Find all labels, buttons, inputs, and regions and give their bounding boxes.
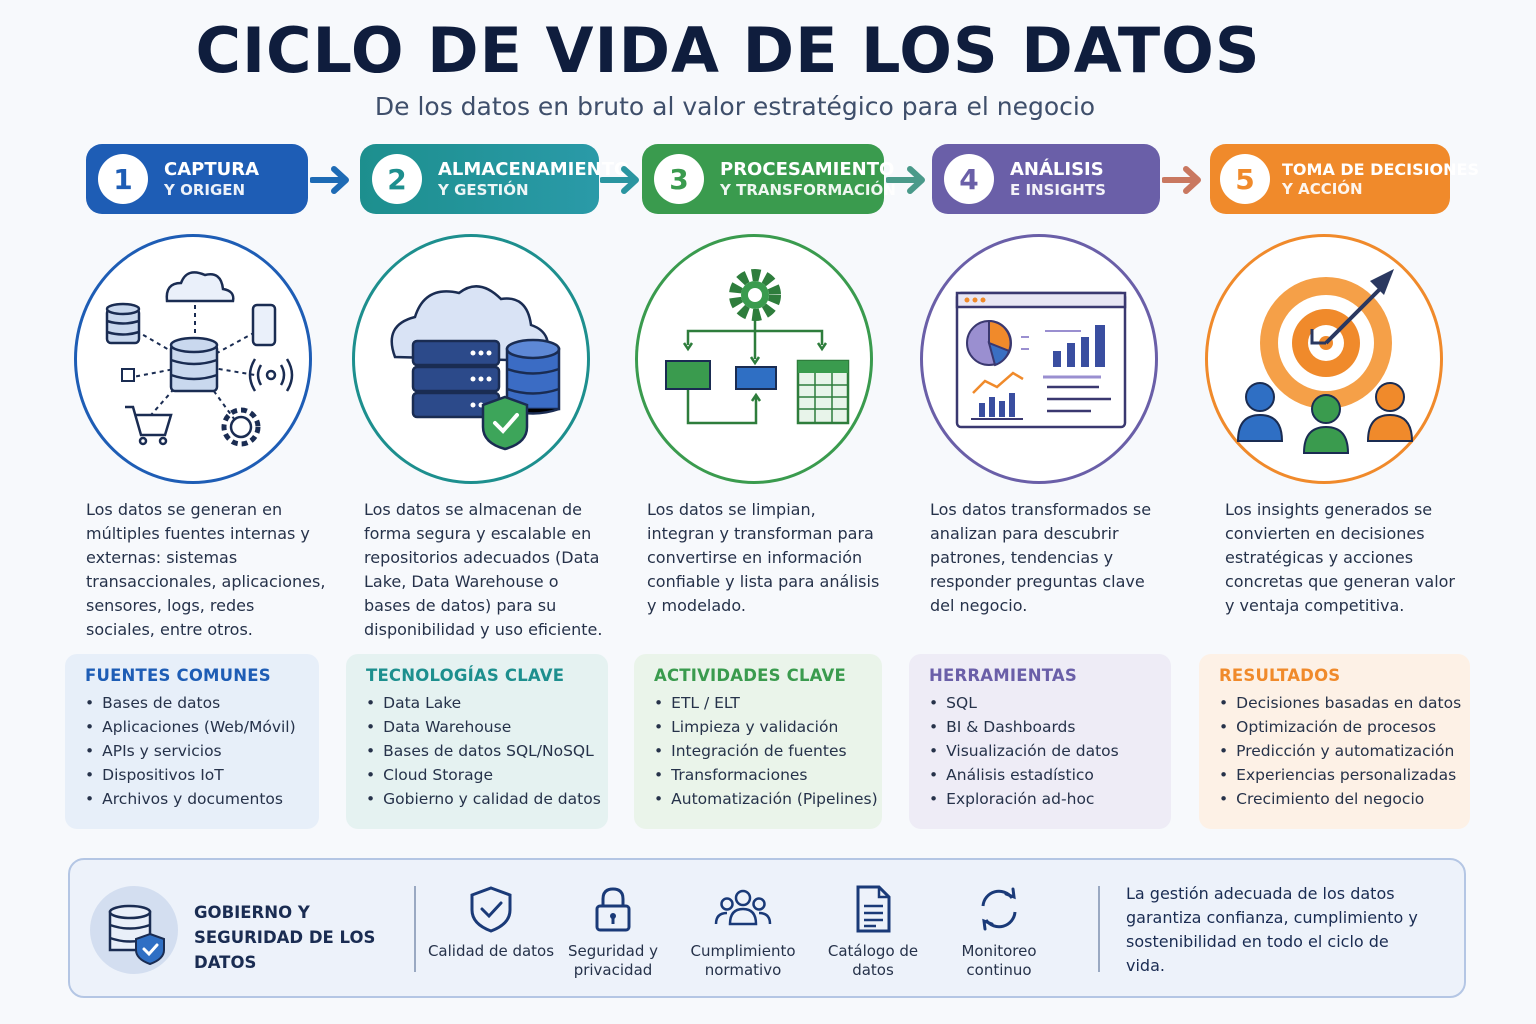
step-2-title: ALMACENAMIENTO <box>438 159 630 181</box>
cloud-storage-icon <box>390 285 561 451</box>
list-item: Aplicaciones (Web/Móvil) <box>85 715 299 739</box>
list-item: Data Lake <box>366 691 588 715</box>
list-item: Bases de datos SQL/NoSQL <box>366 739 594 763</box>
list-item: Limpieza y validación <box>654 715 862 739</box>
data-sources-icon <box>105 271 294 447</box>
list-item: Decisiones basadas en datos <box>1219 691 1461 715</box>
list-item: SQL <box>929 691 1151 715</box>
step-1-box-title: FUENTES COMUNES <box>85 666 271 685</box>
step-4-box-title: HERRAMIENTAS <box>929 666 1077 685</box>
governance-item-label: Cumplimiento normativo <box>690 942 796 979</box>
list-item: APIs y servicios <box>85 739 299 763</box>
step-2-illustration <box>352 234 590 484</box>
processing-flow-icon <box>665 269 850 425</box>
arrow-4-5-icon <box>1162 166 1201 194</box>
target-team-icon <box>1236 269 1414 454</box>
step-1-illustration <box>74 234 312 484</box>
step-5-number: 5 <box>1220 154 1270 204</box>
step-3-box: ACTIVIDADES CLAVE ETL / ELT Limpieza y v… <box>634 654 882 829</box>
step-1-description: Los datos se generan en múltiples fuente… <box>86 500 326 639</box>
shield-check-icon <box>470 886 512 933</box>
step-4-illustration <box>920 234 1158 484</box>
database-shield-icon <box>90 886 178 974</box>
list-item: BI & Dashboards <box>929 715 1151 739</box>
dashboard-icon <box>955 291 1127 429</box>
step-5-description: Los insights generados se convierten en … <box>1225 500 1455 615</box>
step-4-subtitle: E INSIGHTS <box>1010 180 1106 199</box>
step-3-description: Los datos se limpian, integran y transfo… <box>647 500 880 615</box>
lock-icon <box>595 887 631 932</box>
page-title: CICLO DE VIDA DE LOS DATOS <box>195 14 1261 87</box>
governance-panel: GOBIERNO Y SEGURIDAD DE LOS DATOS Calida… <box>68 858 1466 998</box>
refresh-icon <box>981 887 1017 931</box>
list-item: Transformaciones <box>654 763 862 787</box>
list-item: Cloud Storage <box>366 763 588 787</box>
step-4-number: 4 <box>944 154 994 204</box>
list-item: Data Warehouse <box>366 715 588 739</box>
step-2-subtitle: Y GESTIÓN <box>438 180 529 199</box>
step-3-number: 3 <box>654 154 704 204</box>
step-1-subtitle: Y ORIGEN <box>164 180 246 199</box>
list-item: ETL / ELT <box>654 691 862 715</box>
list-item: Predicción y automatización <box>1219 739 1454 763</box>
arrow-1-2-icon <box>310 166 349 194</box>
list-item: Automatización (Pipelines) <box>654 787 878 811</box>
list-item: Crecimiento del negocio <box>1219 787 1450 811</box>
step-3-subtitle: Y TRANSFORMACIÓN <box>720 180 896 199</box>
step-3-illustration <box>635 234 873 484</box>
step-5-box: RESULTADOS Decisiones basadas en datos O… <box>1199 654 1470 829</box>
governance-item-quality: Calidad de datos <box>426 884 556 961</box>
step-4-box: HERRAMIENTAS SQL BI & Dashboards Visuali… <box>909 654 1171 829</box>
step-5-title: TOMA DE DECISIONES <box>1282 160 1479 180</box>
list-item: Bases de datos <box>85 691 299 715</box>
step-2-description: Los datos se almacenan de forma segura y… <box>364 500 603 639</box>
list-item: Integración de fuentes <box>654 739 862 763</box>
list-item: Optimización de procesos <box>1219 715 1450 739</box>
page-subtitle: De los datos en bruto al valor estratégi… <box>374 92 1096 121</box>
list-item: Dispositivos IoT <box>85 763 299 787</box>
step-5-illustration <box>1205 234 1443 484</box>
step-3-title: PROCESAMIENTO <box>720 159 895 181</box>
step-1-box: FUENTES COMUNES Bases de datos Aplicacio… <box>65 654 319 829</box>
governance-item-label: Monitoreo continuo <box>961 942 1037 979</box>
step-4-description: Los datos transformados se analizan para… <box>930 500 1152 615</box>
list-item: Exploración ad-hoc <box>929 787 1151 811</box>
governance-item-catalog: Catálogo de datos <box>808 884 938 980</box>
step-1-title: CAPTURA <box>164 159 260 181</box>
step-2-box-title: TECNOLOGÍAS CLAVE <box>366 666 565 685</box>
list-item: Análisis estadístico <box>929 763 1151 787</box>
document-icon <box>856 885 891 933</box>
governance-title: GOBIERNO Y SEGURIDAD DE LOS DATOS <box>194 903 376 972</box>
governance-item-label: Seguridad y privacidad <box>568 942 658 979</box>
governance-item-label: Catálogo de datos <box>827 942 919 979</box>
step-1-number: 1 <box>98 154 148 204</box>
step-2-number: 2 <box>372 154 422 204</box>
step-5-subtitle: Y ACCIÓN <box>1282 179 1363 198</box>
governance-item-compliance: Cumplimiento normativo <box>678 884 808 980</box>
governance-note: La gestión adecuada de los datos garanti… <box>1126 884 1418 975</box>
arrow-3-4-icon <box>886 166 925 194</box>
step-2-box: TECNOLOGÍAS CLAVE Data Lake Data Warehou… <box>346 654 608 829</box>
step-4-title: ANÁLISIS <box>1010 159 1104 181</box>
governance-item-security: Seguridad y privacidad <box>548 884 678 980</box>
step-5-box-title: RESULTADOS <box>1219 666 1341 685</box>
users-icon <box>714 889 772 926</box>
list-item: Archivos y documentos <box>85 787 299 811</box>
list-item: Gobierno y calidad de datos <box>366 787 601 811</box>
arrow-2-3-icon <box>600 166 639 194</box>
divider <box>414 886 416 972</box>
list-item: Experiencias personalizadas <box>1219 763 1456 787</box>
list-item: Visualización de datos <box>929 739 1151 763</box>
divider <box>1098 886 1100 972</box>
governance-item-monitoring: Monitoreo continuo <box>934 884 1064 980</box>
governance-item-label: Calidad de datos <box>427 942 555 960</box>
step-3-box-title: ACTIVIDADES CLAVE <box>654 666 846 685</box>
